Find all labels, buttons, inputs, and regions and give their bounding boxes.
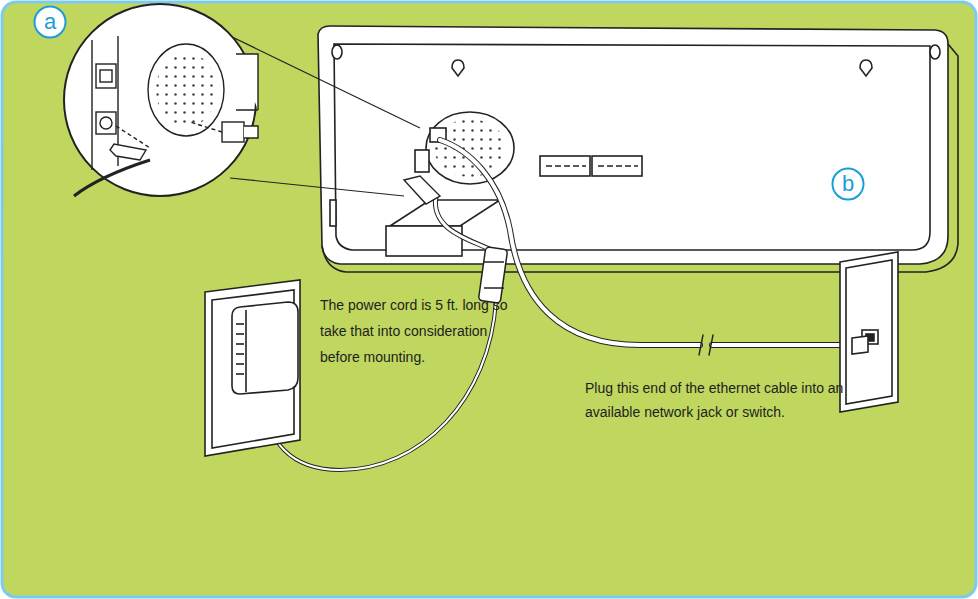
network-wall-jack	[840, 252, 898, 412]
inset-detail	[64, 4, 258, 196]
instruction-note: Plug this end of the ethernet cable into…	[585, 376, 847, 424]
device-back	[318, 26, 958, 272]
callout-circle: b	[831, 167, 865, 201]
cables	[265, 140, 852, 470]
power-outlet	[205, 280, 300, 456]
callout-letter: a	[44, 11, 56, 33]
callout-circle: a	[33, 5, 67, 39]
instruction-note: The power cord is 5 ft. long so take tha…	[320, 292, 516, 370]
ferrite-bead	[478, 247, 507, 304]
power-plug	[404, 176, 440, 204]
callout-letter: b	[842, 173, 854, 195]
